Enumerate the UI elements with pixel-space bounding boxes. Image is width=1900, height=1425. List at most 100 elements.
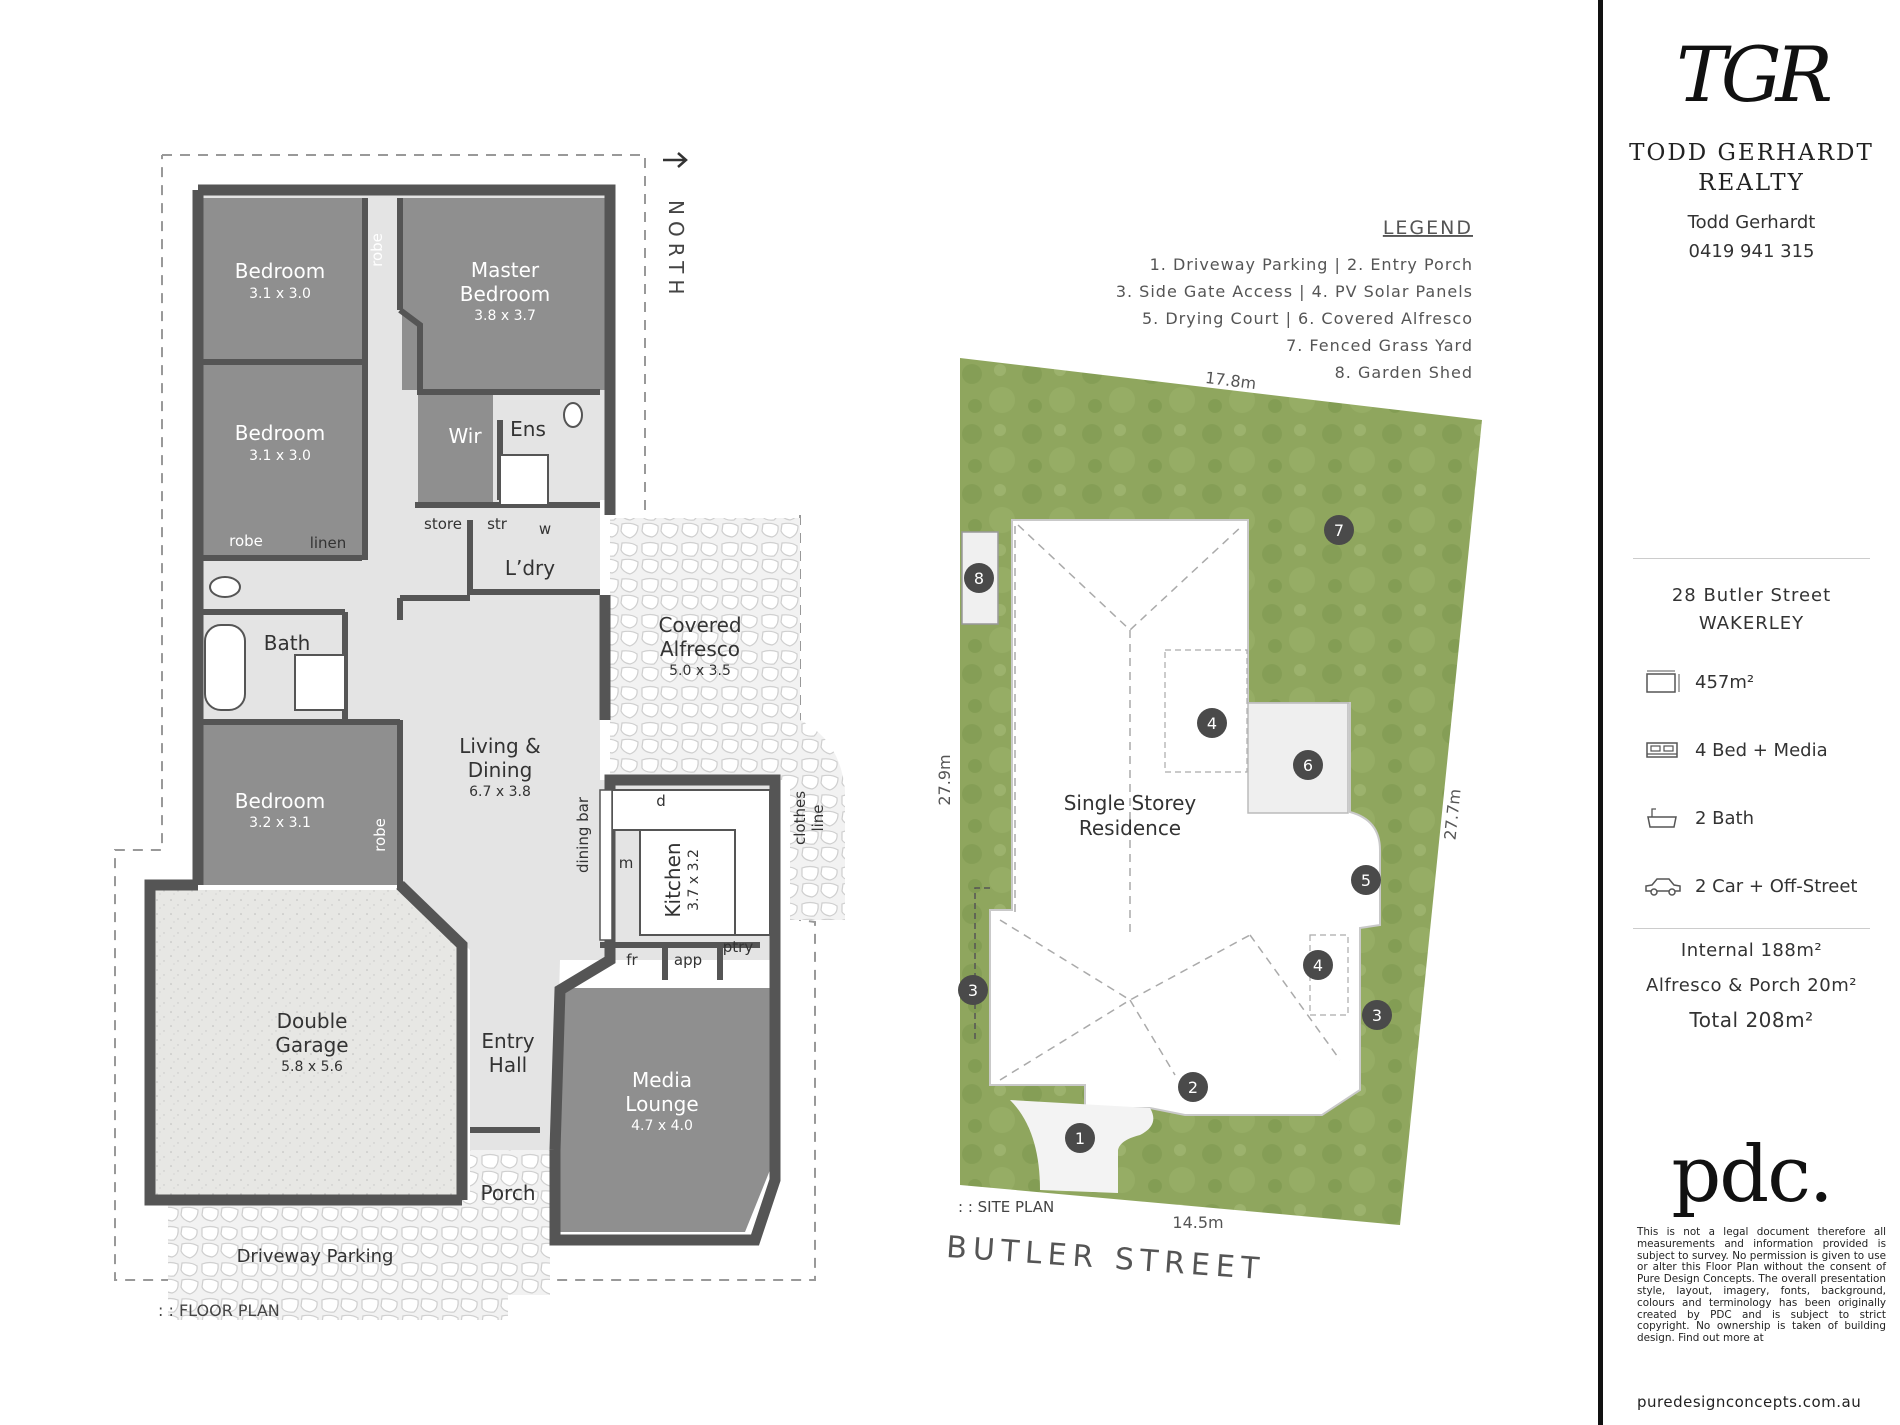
kitchen-island [639,829,736,936]
agency-name-line2: REALTY [1698,170,1805,196]
floor-plan: NORTH [114,152,845,1320]
clothes-line-label-1: clothes [791,791,809,845]
media-lounge-dim: 4.7 x 4.0 [631,1118,693,1134]
site-marker-1: 1 [1065,1123,1095,1153]
laundry-label: L’dry [505,556,555,580]
room-bedroom-3 [200,725,400,885]
walls [144,184,781,1246]
site-dim-left: 27.9m [935,754,954,805]
porch-area [470,1145,550,1295]
room-master-bedroom [402,198,607,390]
feature-bed: 4 Bed + Media [1643,735,1890,765]
feature-bath-text: 2 Bath [1695,807,1755,829]
w-label: w [539,520,551,538]
floor-plan-boundary [114,154,816,1281]
m-label: m [619,854,634,872]
site-roof-lines [999,520,1341,1081]
legend-line-1: 1. Driveway Parking | 2. Entry Porch [1150,255,1473,274]
garage-name-1: Double [277,1009,348,1033]
svg-text:5: 5 [1361,871,1371,890]
site-marker-4-top: 4 [1197,708,1227,738]
bedroom-3-name: Bedroom [235,789,325,813]
bath-icon [1647,808,1677,828]
media-lounge-name-1: Media [632,1068,692,1092]
toilet [209,576,241,598]
legend-line-2: 3. Side Gate Access | 4. PV Solar Panels [1116,282,1473,301]
agent-phone[interactable]: 0419 941 315 [1688,241,1815,262]
bedroom-2-name: Bedroom [235,421,325,445]
agency-name-line1: TODD GERHARDT [1629,140,1874,166]
room-bedroom-1 [200,198,362,360]
ptry-label: ptry [723,938,754,956]
room-media-lounge [560,988,770,1232]
master-bedroom-name-2: Bedroom [460,282,550,306]
svg-text:4: 4 [1313,956,1323,975]
site-marker-3-right: 3 [1362,1000,1392,1030]
bath-label: Bath [264,631,311,655]
living-dining-dim: 6.7 x 3.8 [469,784,531,800]
site-residence-footprint [989,519,1381,1116]
clothes-line-area [790,720,845,920]
legend-title: LEGEND [1383,217,1473,239]
app-label: app [674,951,702,969]
alfresco-name-2: Alfresco [660,637,740,661]
alfresco-name-1: Covered [658,613,741,637]
robe-label-1: robe [368,233,386,267]
bathtub [204,624,246,711]
floor-plan-caption: : : FLOOR PLAN [158,1301,280,1320]
feature-bath: 2 Bath [1643,803,1890,833]
site-marker-5: 5 [1351,865,1381,895]
wir-label: Wir [448,424,482,448]
ens-label: Ens [510,417,546,441]
north-label: NORTH [664,200,688,300]
svg-text:6: 6 [1303,756,1313,775]
sidebar-divider [1633,928,1870,929]
room-double-garage [152,890,462,1195]
svg-text:7: 7 [1334,521,1344,540]
d-label: d [656,792,666,810]
bedroom-1-dim: 3.1 x 3.0 [249,286,311,302]
ensuite-shower [499,454,549,506]
area-total: Total 208m² [1689,1008,1814,1032]
site-residence-label-1: Single Storey [1064,791,1197,815]
svg-text:1: 1 [1075,1129,1085,1148]
entry-hall-label-1: Entry [481,1029,534,1053]
north-arrow: NORTH [663,152,688,300]
entry-hall-label-2: Hall [489,1053,527,1077]
dining-bar-label: dining bar [574,796,592,873]
svg-text:3: 3 [1372,1006,1382,1025]
agency-sidebar: TGR TODD GERHARDT REALTY Todd Gerhardt 0… [1598,0,1900,1425]
bed-icon [1646,742,1678,758]
site-marker-8: 8 [964,563,994,593]
master-bedroom-dim: 3.8 x 3.7 [474,308,536,324]
site-dim-right: 27.7m [1440,788,1464,841]
svg-text:3: 3 [968,981,978,1000]
pdc-logo: pdc. [1671,1130,1833,1220]
room-bedroom-2 [200,365,362,555]
driveway-label: Driveway Parking [237,1246,394,1267]
site-residence-label-2: Residence [1079,816,1181,840]
linen-label: linen [310,534,347,552]
site-marker-7: 7 [1324,515,1354,545]
legend-line-5: 8. Garden Shed [1335,363,1473,382]
alfresco-area [610,518,800,780]
garage-name-2: Garage [275,1033,348,1057]
master-bedroom-name-1: Master [471,258,540,282]
feature-land: 457m² [1643,667,1890,697]
site-marker-6: 6 [1293,750,1323,780]
pdc-website-link[interactable]: puredesignconcepts.com.au [1637,1393,1862,1411]
site-fence-line [974,887,990,1040]
site-plan: 1 2 3 3 4 4 5 6 7 8 Single Storey Reside… [935,217,1482,1287]
land-size-icon [1646,670,1680,693]
bath-shower [294,654,346,711]
disclaimer-text: This is not a legal document therefore a… [1637,1226,1886,1345]
area-alfresco-porch: Alfresco & Porch 20m² [1646,975,1857,996]
car-icon [1645,878,1681,896]
svg-text:4: 4 [1207,714,1217,733]
area-internal: Internal 188m² [1680,940,1823,961]
feature-bed-text: 4 Bed + Media [1695,739,1828,761]
address-suburb: WAKERLEY [1698,613,1805,634]
clothes-line-label-2: line [809,804,827,831]
alfresco-dim: 5.0 x 3.5 [669,663,731,679]
